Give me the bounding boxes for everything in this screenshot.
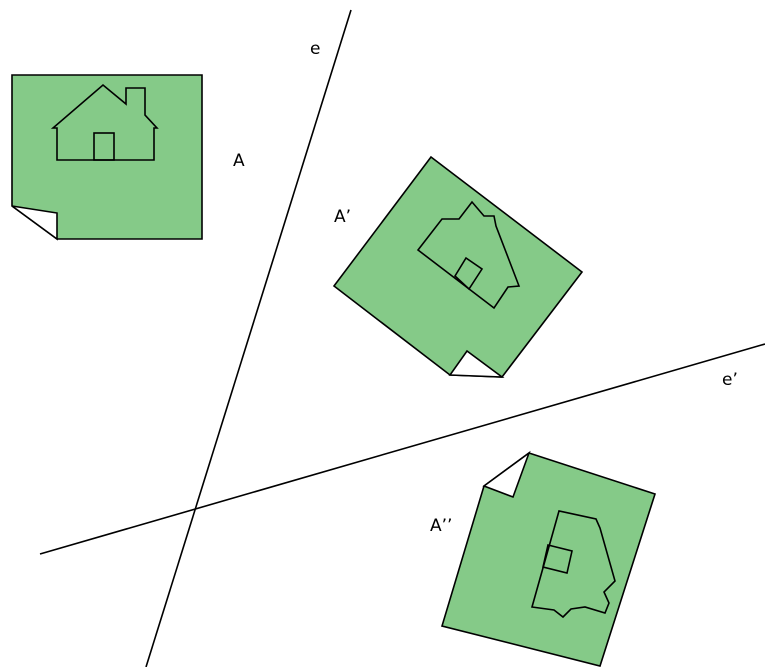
figure-a bbox=[12, 75, 202, 239]
label-a-double-prime: A’’ bbox=[430, 516, 452, 536]
card-a-prime bbox=[334, 157, 582, 377]
card-a-double-prime bbox=[442, 453, 655, 666]
figure-a-prime bbox=[334, 157, 582, 377]
label-a-prime: A’ bbox=[334, 207, 351, 227]
line-e-prime bbox=[40, 344, 765, 554]
label-a: A bbox=[233, 151, 245, 171]
label-e: e bbox=[310, 39, 320, 59]
figure-a-double-prime bbox=[442, 453, 655, 666]
label-e-prime: e’ bbox=[722, 370, 738, 390]
